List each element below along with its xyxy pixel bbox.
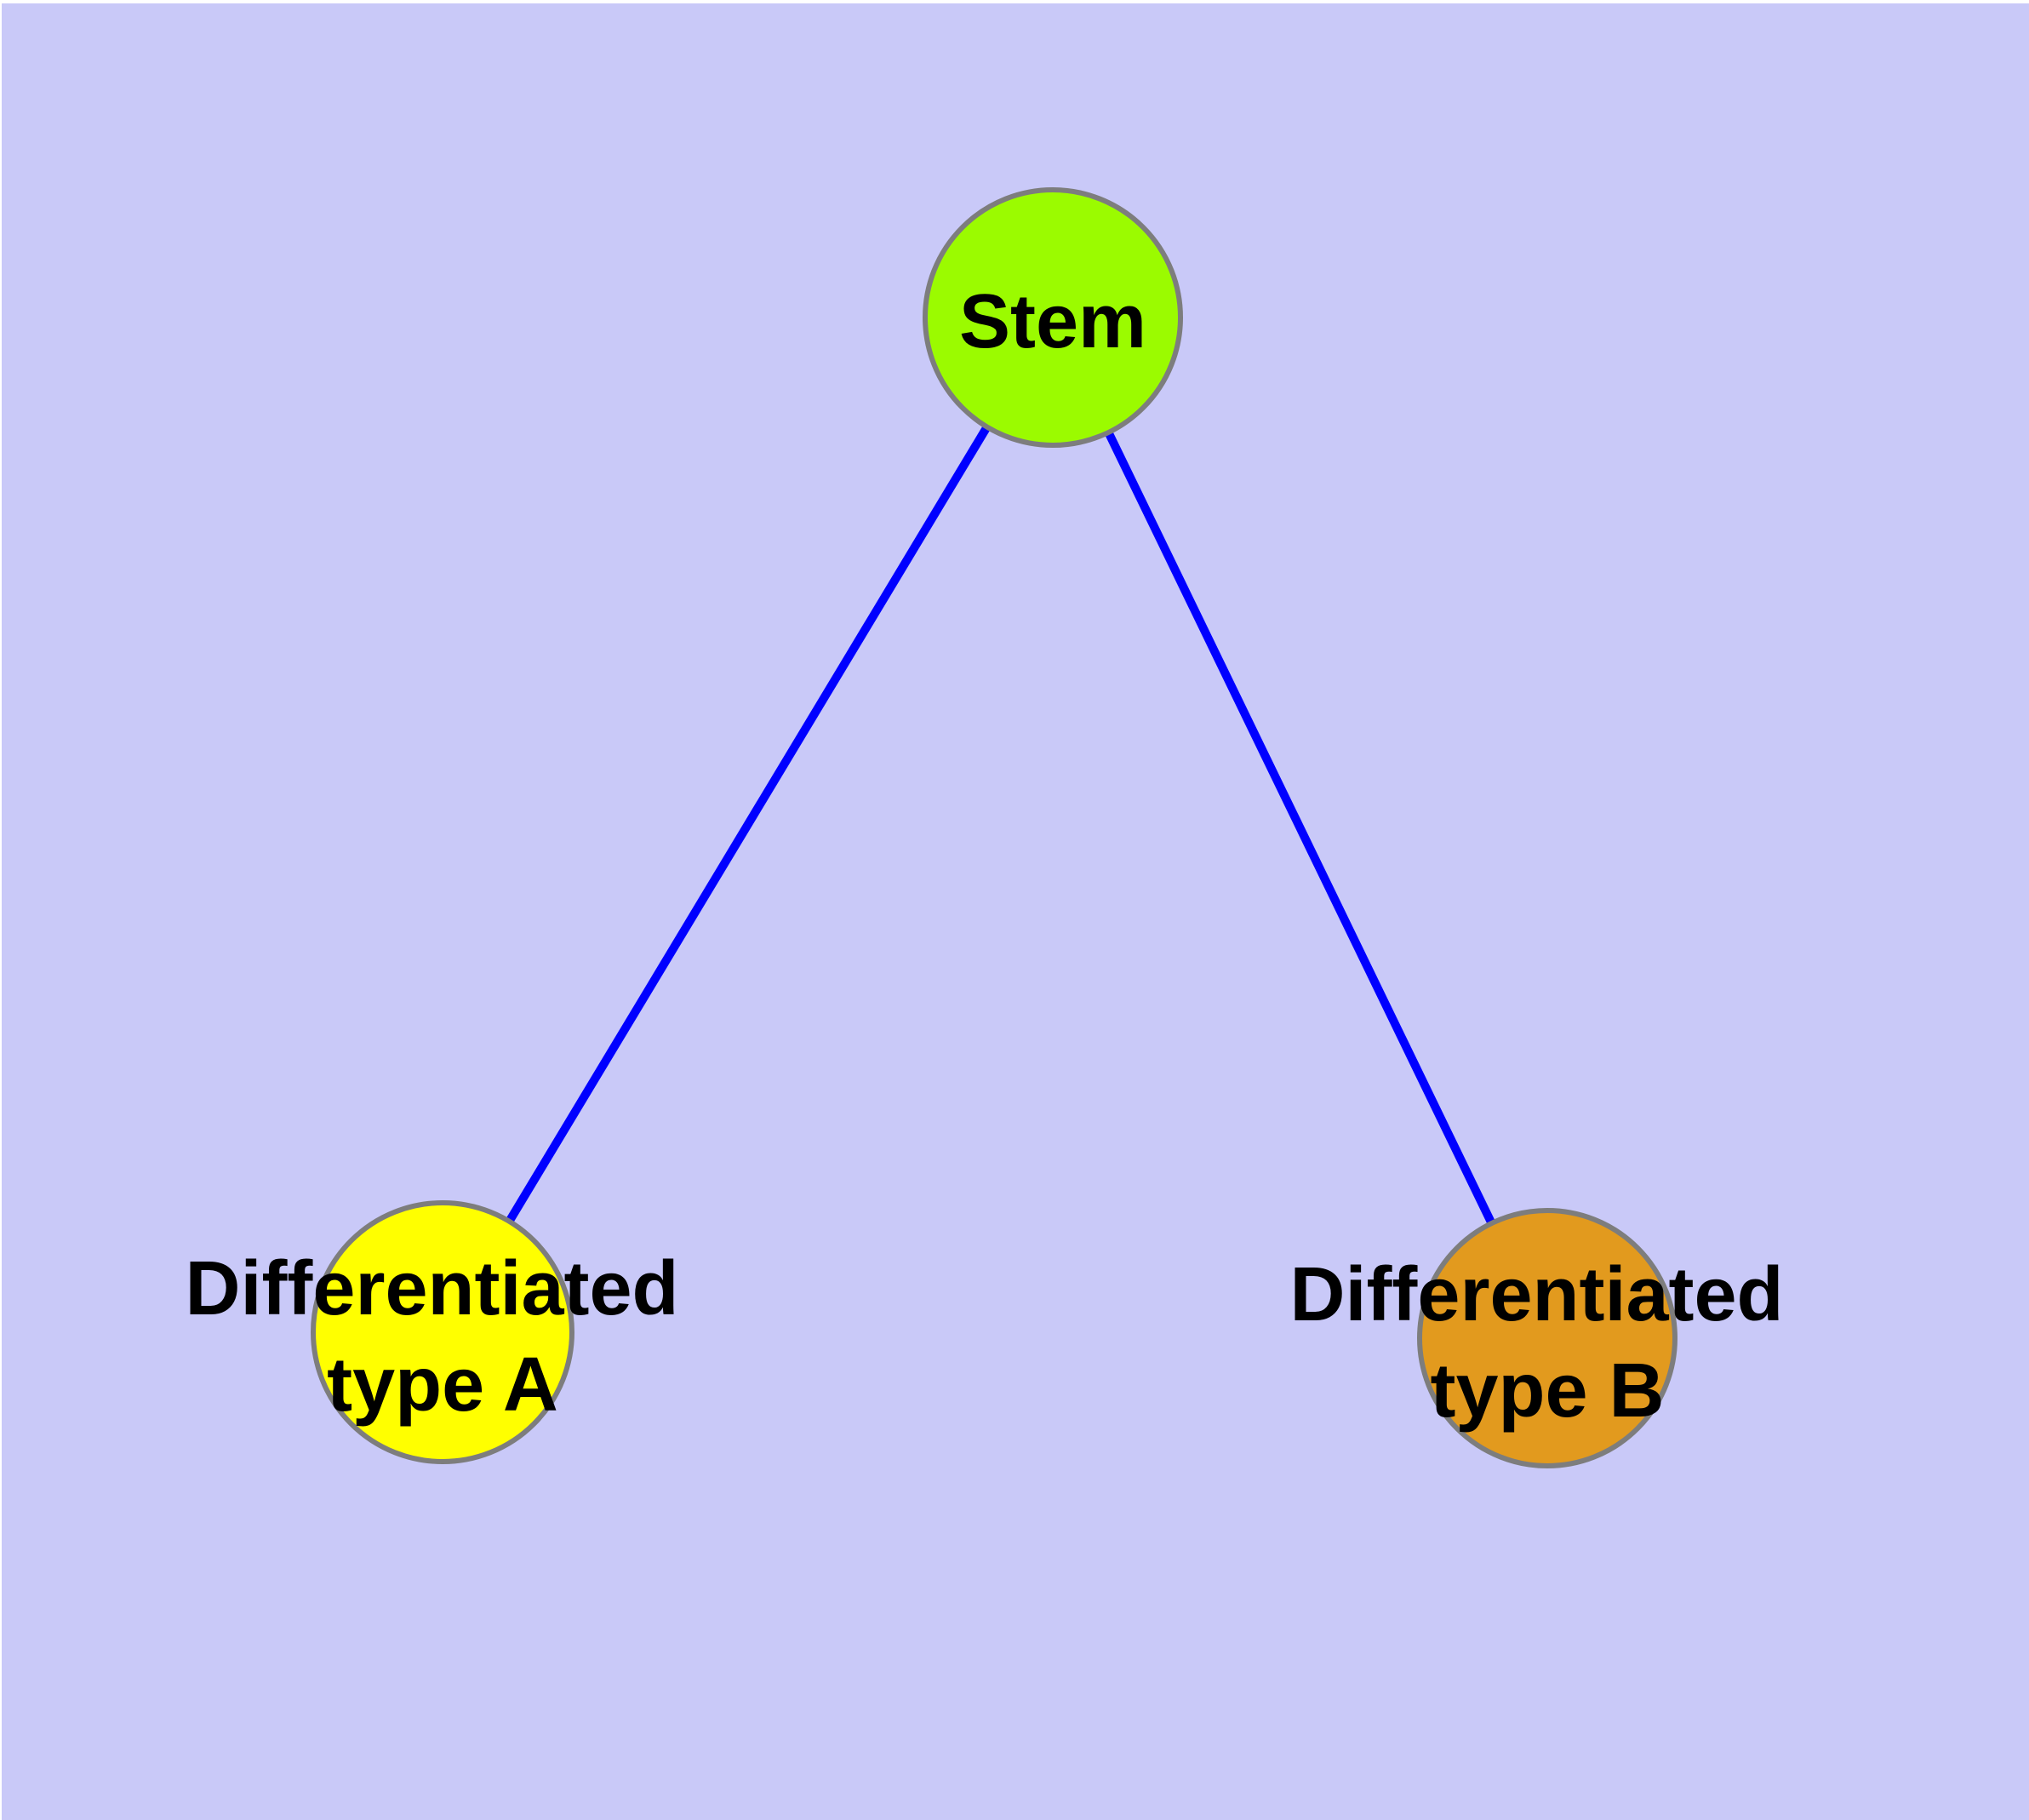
node-differentiated-type-a: Differentiated type A [185,1200,700,1464]
node-stem-label: Stem [959,279,1146,364]
node-differentiated-type-b-circle [1417,1208,1677,1468]
node-differentiated-type-a-label-line2: type A [327,1342,558,1428]
node-differentiated-type-a-label-line1: Differentiated [185,1246,678,1331]
node-differentiated-type-b-label-line1: Differentiated [1289,1252,1783,1337]
node-differentiated-type-a-label: Differentiated type A [185,1246,700,1428]
edge-stem-to-type-b [1049,315,1552,1341]
edge-stem-to-type-a [438,315,1057,1335]
node-stem: Stem [923,187,1183,448]
node-differentiated-type-b-label-line2: type B [1430,1348,1664,1434]
node-differentiated-type-a-circle [311,1200,574,1464]
node-stem-circle [923,187,1183,448]
node-differentiated-type-b-label: Differentiated type B [1289,1252,1804,1434]
node-differentiated-type-b: Differentiated type B [1289,1208,1804,1468]
